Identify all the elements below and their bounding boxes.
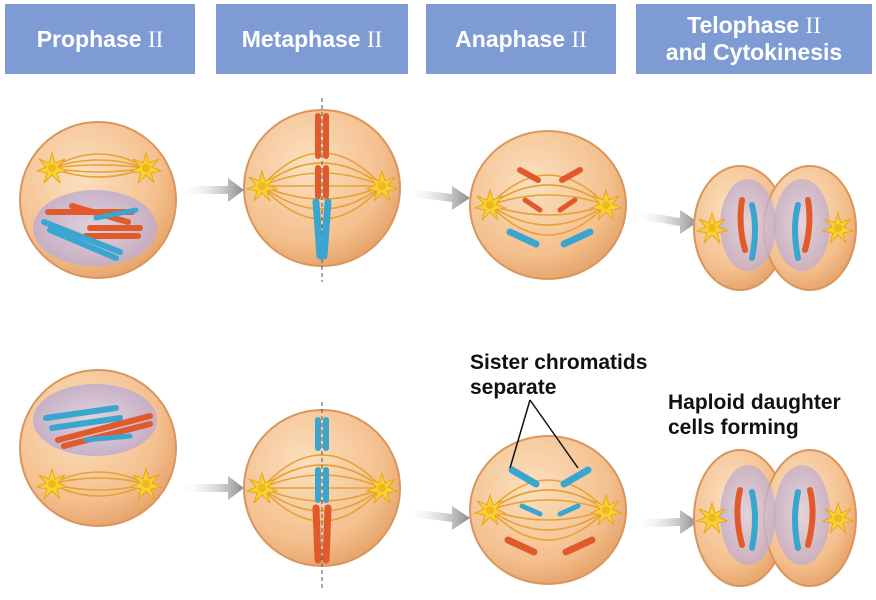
header-anaphase-ii: Anaphase II xyxy=(426,4,616,74)
chromosomes xyxy=(506,167,594,248)
chromosomes xyxy=(737,197,813,261)
sister-chromatids-label: Sister chromatids separate xyxy=(470,351,648,399)
header-metaphase-ii: Metaphase II xyxy=(216,4,408,74)
arrow-icon xyxy=(178,476,244,500)
cell-telophase-top xyxy=(693,165,857,291)
cell-metaphase-bottom xyxy=(243,402,401,590)
cell-telophase-bottom xyxy=(693,449,857,587)
cell-prophase-top xyxy=(19,121,177,279)
cell-metaphase-top xyxy=(243,98,401,282)
chromosomes xyxy=(312,113,332,260)
cell-prophase-bottom xyxy=(19,369,177,527)
haploid-daughter-label: Haploid daughter cells forming xyxy=(668,391,841,439)
cell-anaphase-bottom xyxy=(469,435,627,585)
pointer-line xyxy=(529,399,579,469)
cell-anaphase-top xyxy=(469,130,627,280)
arrow-icon xyxy=(404,506,470,530)
header-telophase-ii: Telophase II and Cytokinesis xyxy=(636,4,872,74)
chromosomes xyxy=(504,466,596,556)
arrow-icon xyxy=(404,186,470,210)
arrow-icon xyxy=(178,178,244,202)
header-prophase-ii: Prophase II xyxy=(5,4,195,74)
chromosomes xyxy=(43,405,153,449)
arrow-icon xyxy=(632,210,698,234)
chromosomes xyxy=(312,417,332,564)
chromosomes xyxy=(41,203,143,261)
chromosomes xyxy=(734,487,816,551)
arrow-icon xyxy=(632,510,698,534)
pointer-line xyxy=(509,399,531,469)
